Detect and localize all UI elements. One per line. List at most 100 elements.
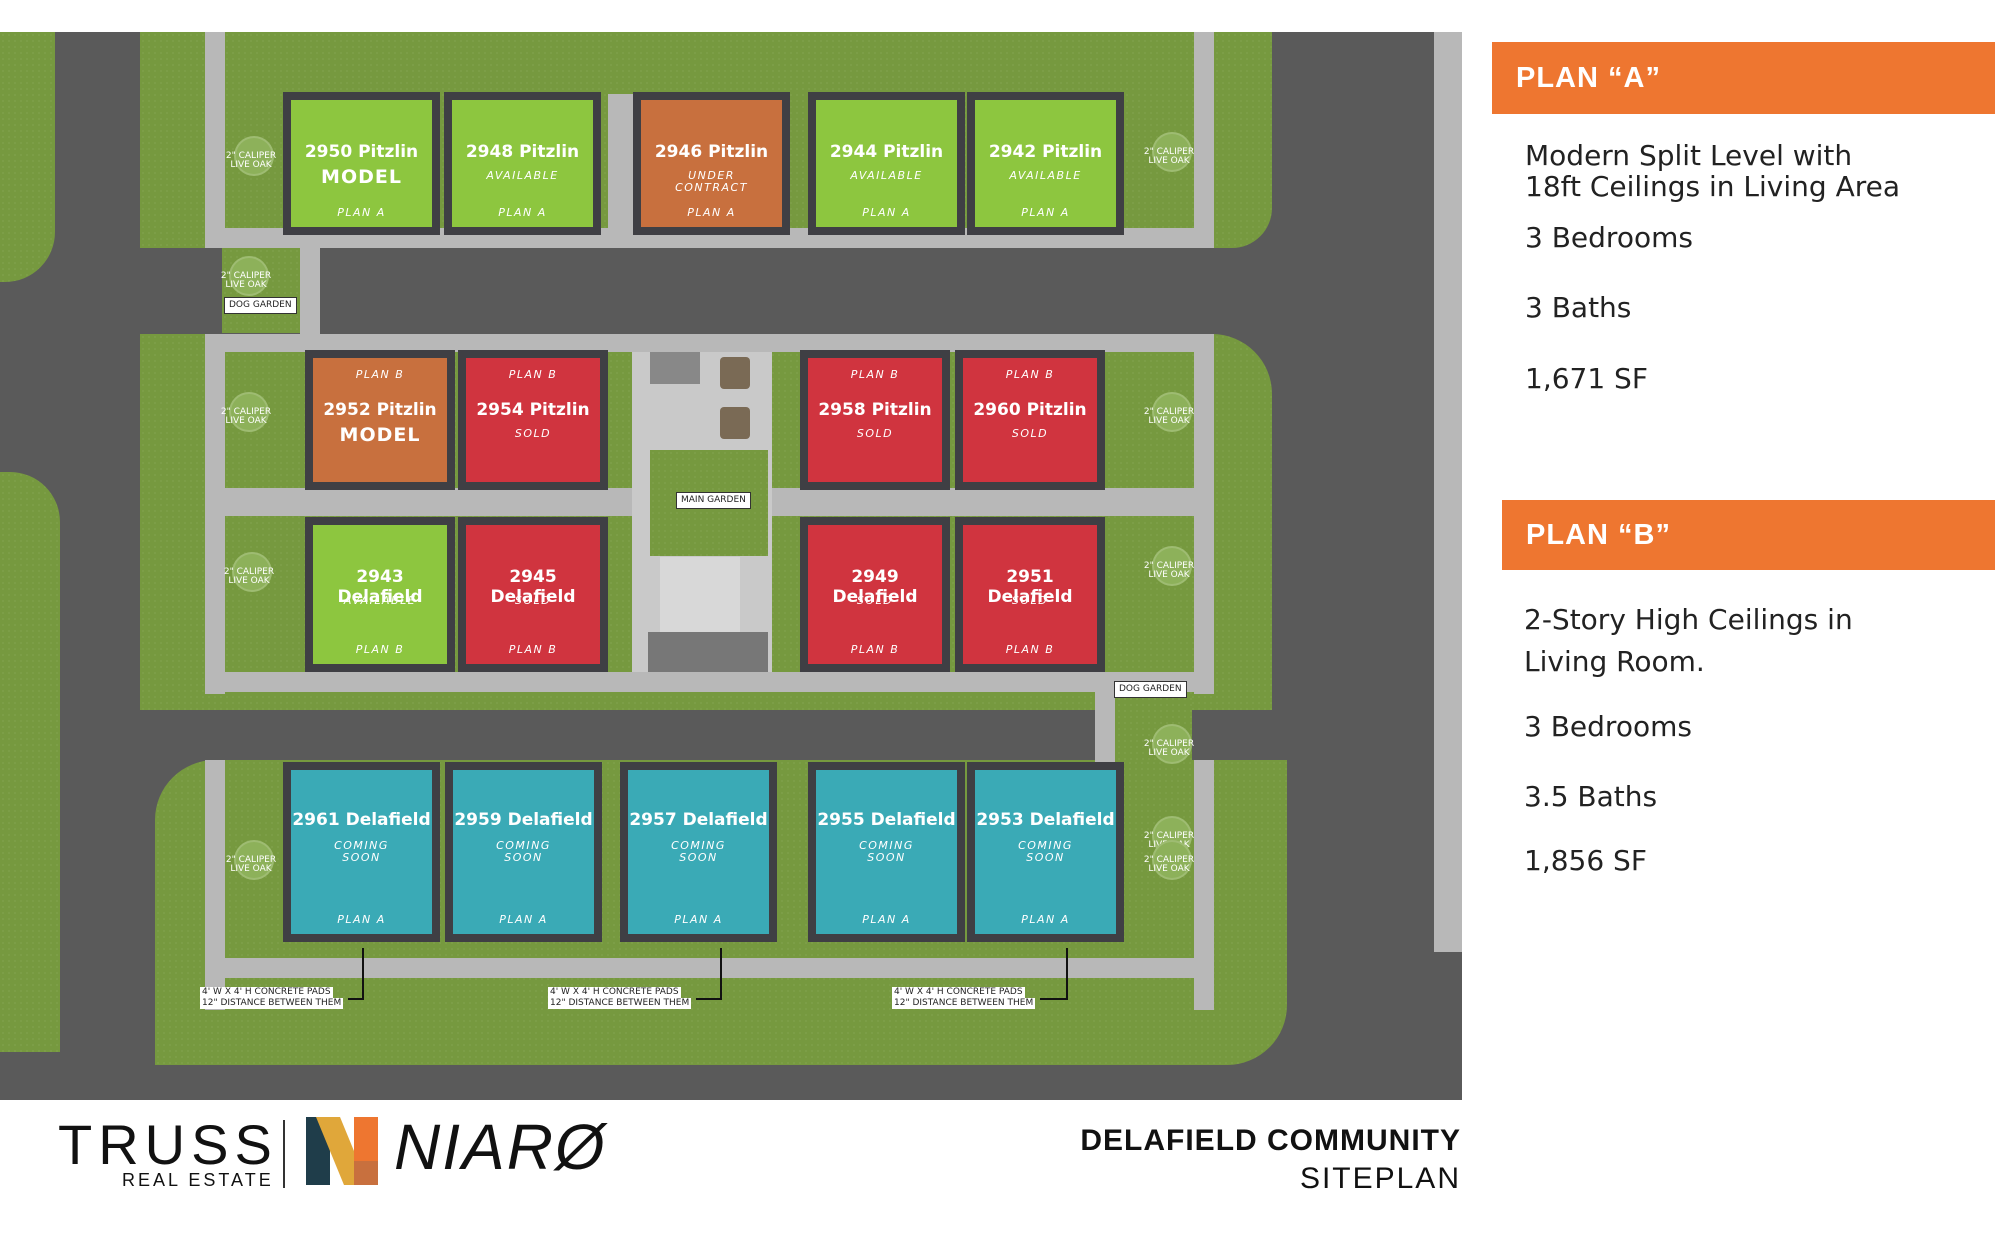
grass-left-bottom bbox=[0, 472, 60, 1052]
tree-species-label: LIVE OAK bbox=[1148, 570, 1190, 580]
bench-1 bbox=[720, 357, 750, 389]
grass-left-top bbox=[0, 32, 55, 282]
lot-status-line2: SOON bbox=[679, 851, 718, 864]
walk-top-gap bbox=[608, 94, 634, 228]
tree-species-label: LIVE OAK bbox=[228, 576, 270, 586]
tree-caliper-label: 2" CALIPER bbox=[1143, 147, 1195, 157]
lot-model-label: MODEL bbox=[321, 166, 402, 188]
plan-a-area: 1,671 SF bbox=[1525, 362, 1648, 395]
lot-status: COMING bbox=[859, 839, 914, 852]
walk-bottom-left bbox=[205, 760, 225, 1010]
truss-logo-subtext: REAL ESTATE bbox=[122, 1170, 274, 1190]
plan-b-baths: 3.5 Baths bbox=[1524, 780, 1658, 813]
plan-a-banner: PLAN “A” bbox=[1492, 42, 1995, 114]
tree-species-label: LIVE OAK bbox=[225, 416, 267, 426]
pad-leader-line bbox=[1066, 948, 1068, 998]
lot-address: 2952 Pitzlin bbox=[323, 400, 437, 420]
live-oak-tree-icon bbox=[234, 136, 274, 176]
lot-address: 2961 Delafield bbox=[292, 810, 431, 830]
lot-plan-label: PLAN B bbox=[850, 368, 900, 381]
concrete-pad-distance-label: 12" DISTANCE BETWEEN THEM bbox=[548, 998, 692, 1009]
pad-leader-line-h bbox=[348, 998, 364, 1000]
lot-plan-label: PLAN A bbox=[337, 913, 386, 926]
lot-address: 2950 Pitzlin bbox=[304, 142, 419, 162]
plan-b-bedrooms: 3 Bedrooms bbox=[1524, 710, 1692, 743]
lot-plan-label: PLAN B bbox=[355, 368, 405, 381]
lot-address: 2954 Pitzlin bbox=[476, 400, 590, 420]
logo-divider bbox=[283, 1120, 285, 1188]
lot-status: SOLD bbox=[1011, 427, 1049, 440]
plan-b-area: 1,856 SF bbox=[1524, 844, 1647, 877]
lot-status-line2: SOON bbox=[342, 851, 381, 864]
concrete-pad-label: 4' W X 4' H CONCRETE PADS bbox=[548, 987, 681, 998]
pad-leader-line-h bbox=[696, 998, 722, 1000]
right-side-walk bbox=[1434, 32, 1462, 952]
tree-species-label: LIVE OAK bbox=[1148, 748, 1190, 758]
plan-b-banner: PLAN “B” bbox=[1502, 500, 1995, 570]
plan-a-baths: 3 Baths bbox=[1525, 291, 1632, 324]
walk-top-entry bbox=[300, 248, 320, 334]
lot-address: 2944 Pitzlin bbox=[829, 142, 944, 162]
lot-address: 2945 Delafield bbox=[490, 567, 576, 607]
lot-status: AVAILABLE bbox=[486, 169, 559, 182]
lot-plan-label: PLAN A bbox=[1021, 913, 1070, 926]
concrete-pad-distance-label: 12" DISTANCE BETWEEN THEM bbox=[892, 998, 1036, 1009]
lot-plan-label: PLAN A bbox=[862, 206, 911, 219]
live-oak-tree-icon bbox=[229, 392, 269, 432]
niaro-logo-text: ΝΙΑRØ bbox=[394, 1111, 607, 1183]
live-oak-tree-icon bbox=[1152, 132, 1192, 172]
tree-caliper-label: 2" CALIPER bbox=[225, 855, 277, 865]
lot-plan-label: PLAN B bbox=[1005, 643, 1055, 656]
tree-caliper-label: 2" CALIPER bbox=[1143, 739, 1195, 749]
lot-status: COMING bbox=[334, 839, 389, 852]
tree-species-label: LIVE OAK bbox=[1148, 864, 1190, 874]
lot-plan-label: PLAN B bbox=[355, 643, 405, 656]
walk-mid-right bbox=[1194, 334, 1214, 694]
lot-plan-label: PLAN B bbox=[508, 643, 558, 656]
lot-status: UNDER bbox=[688, 169, 735, 182]
dog-garden-label-left: DOG GARDEN bbox=[224, 297, 297, 314]
courtyard-gray-box bbox=[650, 352, 700, 384]
lot-status: COMING bbox=[1018, 839, 1073, 852]
lot-model-label: MODEL bbox=[339, 424, 421, 446]
lot-address: 2958 Pitzlin bbox=[818, 400, 932, 420]
walk-mid-bottom bbox=[205, 672, 1214, 692]
lot-status-line2: SOON bbox=[867, 851, 906, 864]
site-map: MAIN GARDEN DOG GARDEN DOG GARDEN PLAN A… bbox=[0, 32, 1462, 1100]
pad-leader-line-h bbox=[1040, 998, 1068, 1000]
tree-species-label: LIVE OAK bbox=[1148, 416, 1190, 426]
lot-status: SOLD bbox=[856, 427, 894, 440]
live-oak-tree-icon bbox=[1152, 840, 1192, 880]
plan-b-description-2: Living Room. bbox=[1524, 645, 1705, 678]
lot-status-line2: SOON bbox=[504, 851, 543, 864]
dog-garden-label-right: DOG GARDEN bbox=[1114, 681, 1187, 698]
live-oak-tree-icon bbox=[1152, 724, 1192, 764]
truss-logo-text: TRUSS bbox=[58, 1113, 278, 1176]
